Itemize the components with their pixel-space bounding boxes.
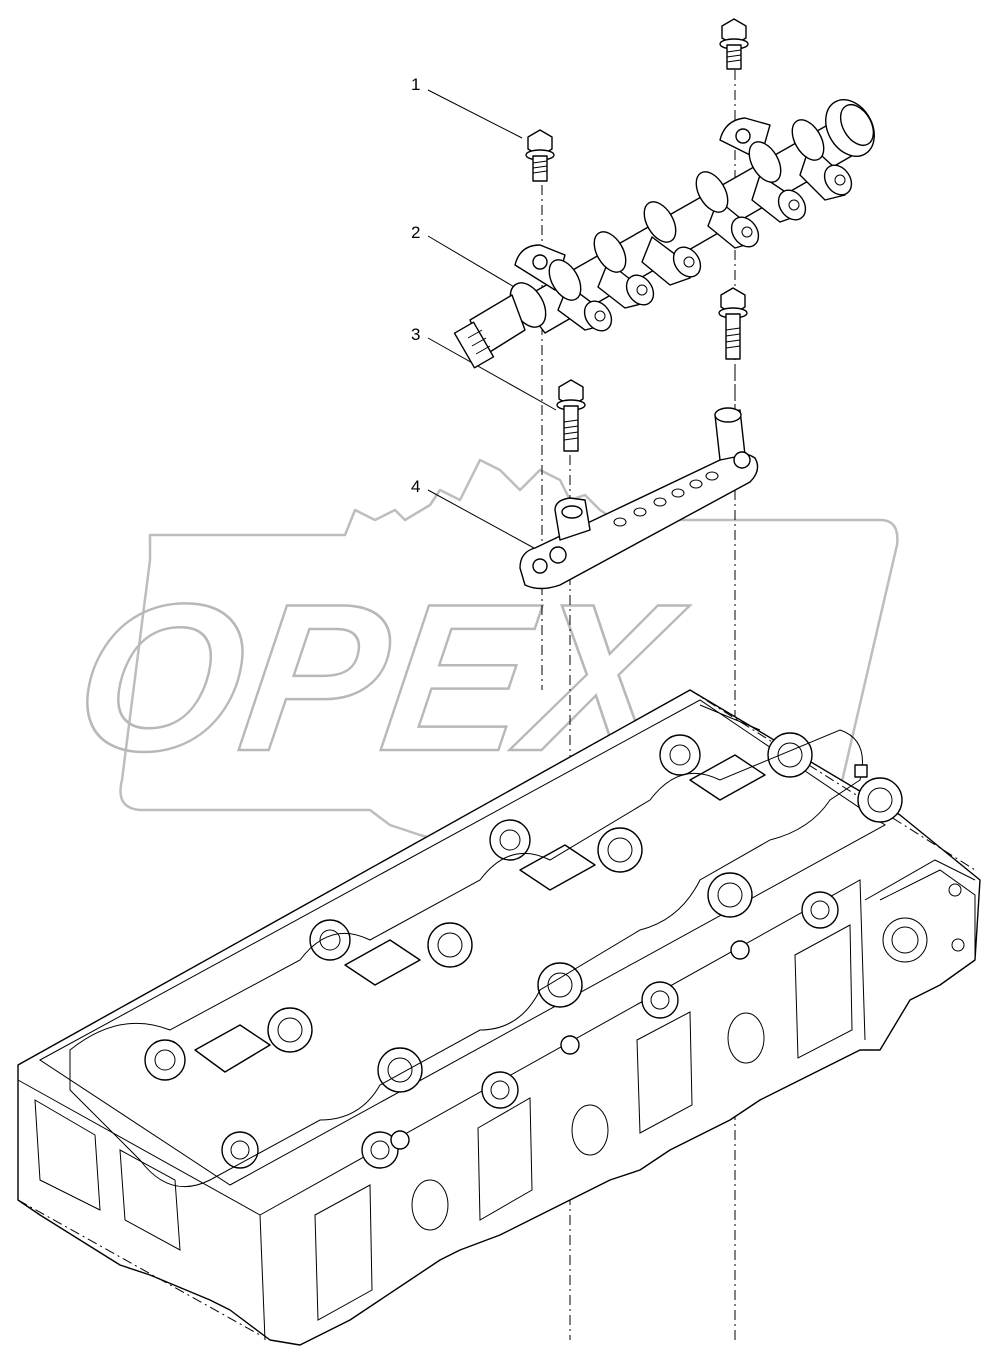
callout-3: 3 <box>411 325 557 411</box>
callout-label-1: 1 <box>411 75 420 94</box>
bolt-part-1 <box>525 129 555 182</box>
bracket-slots <box>613 471 719 527</box>
rail-collars <box>548 119 825 301</box>
bolt-top-right <box>719 18 749 70</box>
callout-label-3: 3 <box>411 325 420 344</box>
exhaust-ports <box>314 924 853 1321</box>
callout-1: 1 <box>411 75 523 139</box>
callout-2: 2 <box>411 223 517 289</box>
bolt-long-right <box>718 287 748 360</box>
fuel-rail <box>453 99 875 369</box>
cylinder-head <box>17 689 981 1346</box>
callout-label-4: 4 <box>411 477 420 496</box>
pressure-sensor <box>453 282 547 369</box>
callout-label-2: 2 <box>411 223 420 242</box>
deck-bosses <box>144 732 903 1169</box>
deck-pads <box>194 754 766 1073</box>
callout-4: 4 <box>411 477 535 549</box>
rail-bracket <box>519 407 759 590</box>
bolt-part-3 <box>556 379 586 452</box>
